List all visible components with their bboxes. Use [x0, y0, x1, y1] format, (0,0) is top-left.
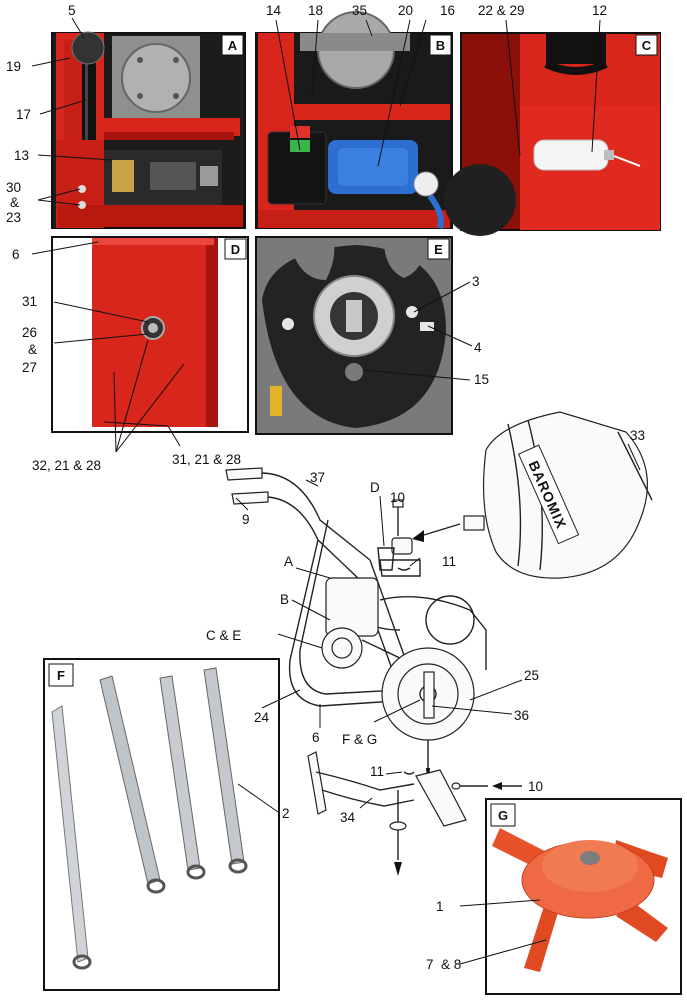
label-3: 3	[472, 274, 480, 289]
panel-a: A	[51, 31, 246, 229]
label-14: 14	[266, 3, 282, 18]
label-32-21-28: 32, 21 & 28	[32, 458, 101, 473]
label-20: 20	[398, 3, 413, 18]
panel-f-letter: F	[57, 668, 65, 683]
callout-labels: 5 19 17 13 30 & 23 14 18 35 20 16 22 & 2…	[6, 3, 645, 972]
label-ampersand-a: &	[10, 195, 19, 210]
label-12: 12	[592, 3, 607, 18]
label-31-21-28: 31, 21 & 28	[172, 452, 241, 467]
panel-c: C	[444, 32, 661, 236]
label-b-main: B	[280, 592, 289, 607]
panel-b: B	[255, 11, 453, 229]
label-27: 27	[22, 360, 37, 375]
label-16: 16	[440, 3, 455, 18]
label-c-e: C & E	[206, 628, 241, 643]
panel-g-letter: G	[498, 808, 508, 823]
panel-g: G	[485, 798, 682, 995]
label-d-main: D	[370, 480, 380, 495]
label-a-main: A	[284, 554, 293, 569]
label-ampersand-d: &	[28, 342, 37, 357]
leader-lines	[31, 17, 641, 965]
panel-e-letter: E	[434, 242, 443, 257]
label-13: 13	[14, 148, 29, 163]
label-4: 4	[474, 340, 482, 355]
label-11-lower: 11	[370, 764, 384, 779]
label-24: 24	[254, 710, 270, 725]
label-18: 18	[308, 3, 323, 18]
label-11-top: 11	[442, 554, 456, 569]
label-2: 2	[282, 806, 290, 821]
label-1: 1	[436, 899, 444, 914]
label-15: 15	[474, 372, 489, 387]
label-34: 34	[340, 810, 356, 825]
label-10-lower: 10	[528, 779, 543, 794]
label-31: 31	[22, 294, 37, 309]
panel-b-letter: B	[436, 38, 445, 53]
label-10-top: 10	[390, 490, 405, 505]
label-17: 17	[16, 107, 31, 122]
label-9: 9	[242, 512, 250, 527]
panel-c-letter: C	[642, 38, 652, 53]
mixer-line-drawing: BAROMIX	[225, 411, 653, 876]
panel-a-letter: A	[228, 38, 238, 53]
label-7-8: 7 & 8	[426, 957, 461, 972]
label-37: 37	[310, 470, 325, 485]
label-33: 33	[630, 428, 645, 443]
label-6-main: 6	[312, 730, 320, 745]
panel-f: F	[43, 658, 280, 991]
label-35: 35	[352, 3, 367, 18]
panel-d: D	[51, 236, 249, 433]
label-f-g: F & G	[342, 732, 377, 747]
label-26: 26	[22, 325, 37, 340]
label-30: 30	[6, 180, 21, 195]
panel-d-letter: D	[231, 242, 240, 257]
label-22-29: 22 & 29	[478, 3, 525, 18]
label-36: 36	[514, 708, 529, 723]
label-6-d: 6	[12, 247, 20, 262]
panel-e: E	[255, 236, 453, 435]
label-19: 19	[6, 59, 21, 74]
label-23: 23	[6, 210, 21, 225]
label-25: 25	[524, 668, 539, 683]
label-5: 5	[68, 3, 76, 18]
